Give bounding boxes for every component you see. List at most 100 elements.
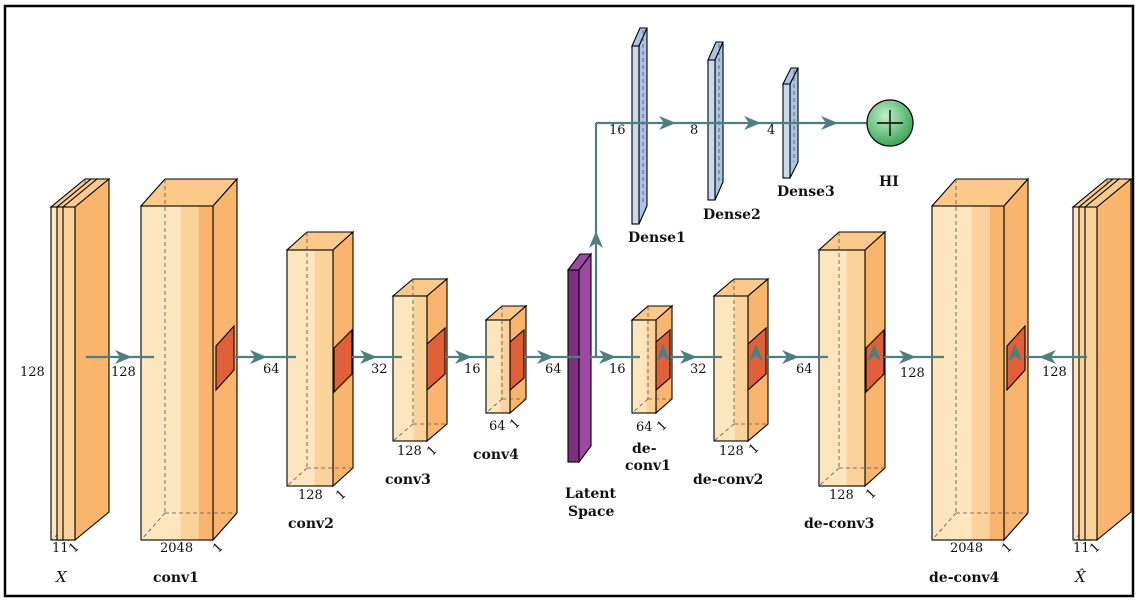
deconv4-block-stripe <box>989 206 1004 540</box>
deconv3-block-stripe <box>846 250 865 486</box>
deconv4-block-hidden-edge <box>931 512 957 541</box>
conv1-block-front <box>140 205 214 541</box>
deconv4-block-stripe <box>932 206 972 540</box>
input-slice-side <box>74 177 110 542</box>
hi-node <box>866 99 914 147</box>
input-slice-stripe <box>63 207 75 540</box>
deconv4-kernel <box>1006 324 1026 392</box>
deconv3-block-front <box>818 249 866 487</box>
conv1-block-hidden-edge <box>140 512 166 541</box>
label-input: X <box>55 568 68 586</box>
output-slice-stripe <box>1085 207 1097 540</box>
dim-conv2-in: 64 <box>263 362 280 377</box>
dim-deconv2-in: 32 <box>690 362 707 377</box>
dense2-block-front <box>707 59 716 201</box>
conv4-block-stripe <box>486 320 501 413</box>
arrow-dense2-dense3 <box>744 116 761 130</box>
dim-deconv3-in: 64 <box>796 362 813 377</box>
label-hi: HI <box>879 174 899 190</box>
conv2-kernel <box>333 328 353 394</box>
conv3-kernel <box>426 326 446 392</box>
dim-conv1-w: 2048 <box>160 541 193 556</box>
deconv3-block <box>817 230 887 488</box>
label-deconv1-1: de- <box>632 441 657 457</box>
dim-conv3-in: 32 <box>371 362 388 377</box>
dim-dense3-in: 4 <box>767 123 775 138</box>
conv1-block-stripe <box>198 206 213 540</box>
dim-deconv1-w: 64 <box>636 420 653 435</box>
deconv4-block-front <box>931 205 1005 541</box>
deconv3-block-stripe <box>819 250 847 486</box>
conv2-kernel <box>333 328 353 394</box>
deconv2-block-stripe <box>714 296 735 441</box>
dim-input-h: 128 <box>20 365 45 380</box>
layer-blocks <box>49 27 1133 542</box>
deconv2-kernel <box>747 326 767 392</box>
input-slice <box>61 177 111 542</box>
arrow-deconv1-deconv2 <box>680 350 697 364</box>
conv4-kernel <box>509 328 525 392</box>
conv2-block-stripe <box>287 250 315 486</box>
dim-dense1-in: 16 <box>609 123 626 138</box>
dim-deconv4-in: 128 <box>900 366 925 381</box>
arrow-deconv4-kernel <box>1008 344 1022 361</box>
input-slice-front <box>62 206 76 541</box>
output-slice <box>1083 177 1133 542</box>
deconv1-block-stripe <box>646 320 656 413</box>
dim-conv2-w: 128 <box>298 488 323 503</box>
dim-output-in: 128 <box>1042 365 1067 380</box>
label-latent-1: Latent <box>565 486 616 502</box>
deconv2-block-stripe <box>734 296 748 441</box>
dim-conv4-w: 64 <box>489 419 506 434</box>
label-deconv3: de-conv3 <box>804 516 874 532</box>
deconv1-kernel <box>655 328 671 392</box>
deconv1-block-hidden-edge <box>631 398 649 414</box>
dim-deconv1-in: 16 <box>609 362 626 377</box>
arrow-conv2-conv3 <box>360 350 377 364</box>
layer-labels: X conv1 conv2 conv3 conv4 Latent Space d… <box>55 174 1087 586</box>
dim-latent-in: 64 <box>545 362 562 377</box>
dense2-block <box>707 41 724 201</box>
connectors <box>86 116 1087 364</box>
dim-deconv4-w: 2048 <box>950 541 983 556</box>
dim-output-w: 11 <box>1073 541 1090 556</box>
label-conv2: conv2 <box>288 516 334 532</box>
arrow-deconv1-kernel <box>656 344 670 361</box>
arrow-dense1-dense2 <box>659 116 676 130</box>
label-conv4: conv4 <box>473 447 519 463</box>
arrow-conv4-latent <box>537 350 554 364</box>
label-latent-2: Space <box>568 504 614 520</box>
latent-block-front <box>567 269 580 463</box>
deconv3-kernel <box>865 328 885 394</box>
conv2-block <box>285 230 355 488</box>
arrow-deconv3-deconv4 <box>899 350 916 364</box>
deconv2-block-hidden-edge <box>713 423 735 442</box>
deconv3-kernel <box>865 328 885 394</box>
arrow-conv1-conv2 <box>250 350 267 364</box>
conv1-block <box>139 177 239 542</box>
latent-block <box>566 252 593 464</box>
latent-block-side <box>578 252 592 464</box>
dim-deconv2-w: 128 <box>719 444 744 459</box>
conv1-block-stripe <box>180 206 199 540</box>
conv2-block-hidden-edge <box>286 467 308 487</box>
conv3-block-stripe <box>393 296 414 441</box>
deconv3-block-hidden-edge <box>818 467 840 487</box>
conv1-kernel <box>215 324 235 392</box>
label-output: X̂ <box>1074 568 1087 586</box>
dim-conv4-in: 16 <box>464 362 481 377</box>
deconv2-kernel <box>747 326 767 392</box>
deconv4-block <box>930 177 1030 542</box>
arrow-deconv2-kernel <box>749 344 763 361</box>
label-deconv2: de-conv2 <box>693 472 763 488</box>
conv4-kernel <box>509 328 525 392</box>
conv2-block-stripe <box>314 250 333 486</box>
dim-dense2-in: 8 <box>690 123 698 138</box>
output-slice-front <box>1084 206 1098 541</box>
output-slice-side <box>1096 177 1132 542</box>
label-dense3: Dense3 <box>777 184 835 200</box>
conv4-block-stripe <box>500 320 510 413</box>
dim-deconv3-w: 128 <box>829 488 854 503</box>
conv3-kernel <box>426 326 446 392</box>
